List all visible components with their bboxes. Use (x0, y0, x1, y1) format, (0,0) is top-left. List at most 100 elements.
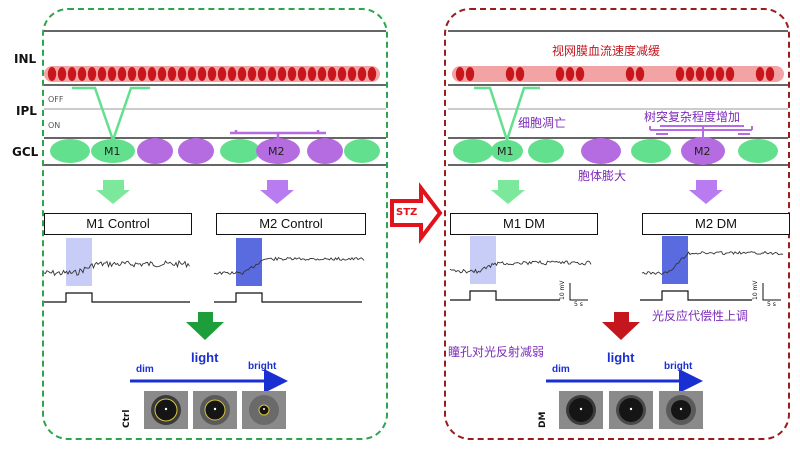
inl-cell (755, 67, 765, 81)
control-panel (42, 8, 388, 440)
off-label: OFF (48, 95, 64, 104)
inl-cell (505, 67, 515, 81)
right-inl-cells (455, 67, 775, 81)
inl-cell (197, 67, 207, 81)
inl-cell (217, 67, 227, 81)
inl-cell (765, 67, 775, 81)
inl-cell (167, 67, 177, 81)
dm-row-label: DM (538, 411, 548, 428)
bright-label-left: bright (248, 361, 277, 372)
inl-cell (147, 67, 157, 81)
inl-cell (555, 67, 565, 81)
light-down-arrow-right (602, 312, 640, 340)
inl-cell (47, 67, 57, 81)
m2-cell-left (256, 138, 300, 164)
inl-cell (257, 67, 267, 81)
m2-control-box: M2 Control (216, 213, 366, 235)
right-gcl-cells (453, 137, 778, 165)
inl-cell (367, 67, 377, 81)
inl-label: INL (14, 52, 37, 66)
stz-label: STZ (396, 207, 418, 218)
inl-cell (327, 67, 337, 81)
inl-cell (287, 67, 297, 81)
inl-cell (705, 67, 715, 81)
inl-cell (337, 67, 347, 81)
inl-cell (207, 67, 217, 81)
m1-cell-left (91, 139, 135, 163)
inl-cell (127, 67, 137, 81)
light-label-right: light (607, 350, 635, 365)
scale-time-2: 5 s (767, 301, 776, 308)
inl-cell (117, 67, 127, 81)
m2-down-arrow-left (260, 180, 294, 204)
light-stim-m2-left (236, 238, 262, 286)
light-down-arrow-left (186, 312, 224, 340)
inl-cell (77, 67, 87, 81)
note-plr: 瞳孔对光反射减弱 (448, 345, 545, 359)
inl-cell (565, 67, 575, 81)
m1-dm-box: M1 DM (450, 213, 598, 235)
note-swelling: 胞体膨大 (578, 169, 627, 183)
inl-cell (635, 67, 645, 81)
m2-label-left: M2 (268, 145, 285, 158)
m2-dm-box: M2 DM (642, 213, 790, 235)
inl-cell (267, 67, 277, 81)
inl-cell (187, 67, 197, 81)
pupil-image-dm-dim (559, 391, 603, 429)
inl-cell (237, 67, 247, 81)
m2-down-arrow-right (689, 180, 723, 204)
inl-cell (247, 67, 257, 81)
inl-cell (715, 67, 725, 81)
pupil-image-ctrl-bright (242, 391, 286, 429)
m1-cell-right (491, 140, 523, 162)
inl-cell (307, 67, 317, 81)
note-blood-flow: 视网膜血流速度减缓 (552, 44, 661, 58)
left-gcl-cells (50, 138, 380, 164)
inl-cell (465, 67, 475, 81)
inl-cell (137, 67, 147, 81)
note-cell-death: 细胞凋亡 (518, 116, 567, 130)
inl-cell (675, 67, 685, 81)
inl-cell (357, 67, 367, 81)
inl-cell (177, 67, 187, 81)
inl-cell (227, 67, 237, 81)
gcl-label: GCL (12, 145, 39, 159)
pupil-image-ctrl-dim (144, 391, 188, 429)
scale-time: 5 s (574, 301, 583, 308)
inl-cell (625, 67, 635, 81)
m2-label-right: M2 (694, 145, 711, 158)
note-compensation: 光反应代偿性上调 (652, 309, 749, 323)
bright-label-right: bright (664, 361, 693, 372)
ipl-label: IPL (16, 104, 37, 118)
light-stim-m2-right (662, 236, 688, 284)
inl-cell (277, 67, 287, 81)
dim-label-right: dim (552, 364, 570, 375)
stz-arrow (390, 182, 443, 244)
inl-cell (317, 67, 327, 81)
inl-cell (57, 67, 67, 81)
inl-cell (67, 67, 77, 81)
inl-cell (347, 67, 357, 81)
m2-cell-right (681, 137, 725, 165)
scale-voltage: 10 mV (559, 280, 566, 301)
m1-label-left: M1 (104, 145, 121, 158)
note-dendrite: 树突复杂程度增加 (644, 110, 741, 124)
inl-cell (455, 67, 465, 81)
light-label-left: light (191, 350, 219, 365)
light-stim-m1-left (66, 238, 92, 286)
pupil-image-ctrl-mid (193, 391, 237, 429)
inl-cell (725, 67, 735, 81)
m1-control-box: M1 Control (44, 213, 192, 235)
inl-cell (157, 67, 167, 81)
inl-cell (97, 67, 107, 81)
pupil-image-dm-bright (659, 391, 703, 429)
inl-cell (297, 67, 307, 81)
light-stim-m1-right (470, 236, 496, 284)
inl-cell (107, 67, 117, 81)
m1-label-right: M1 (497, 145, 514, 158)
left-inl-cells (47, 67, 377, 81)
inl-cell (87, 67, 97, 81)
inl-cell (515, 67, 525, 81)
inl-cell (685, 67, 695, 81)
